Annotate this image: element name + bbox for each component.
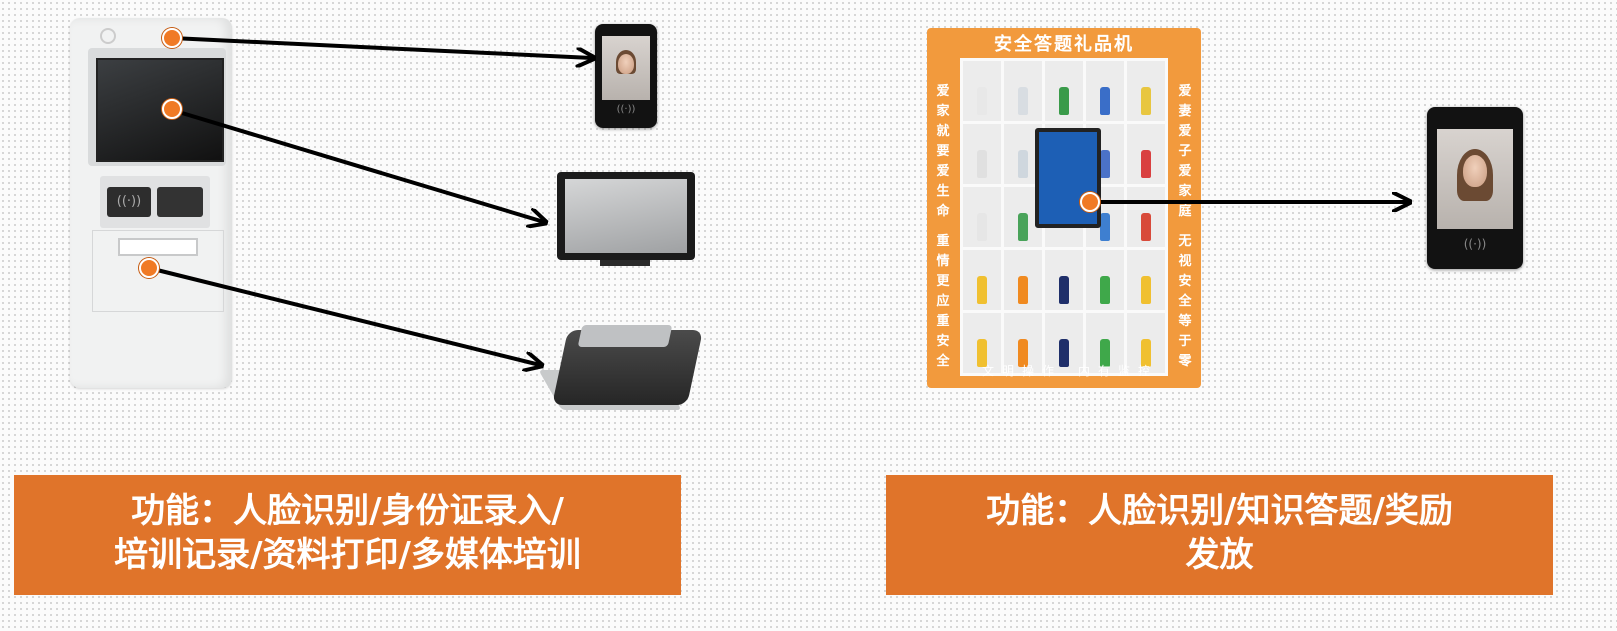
vending-slot — [1127, 250, 1165, 310]
vending-slogan-left-top: 爱家就要爱生命 — [936, 84, 950, 219]
kiosk-door — [92, 230, 224, 312]
vending-slot — [963, 250, 1001, 310]
right-function-caption: 功能：人脸识别/知识答题/奖励 发放 — [886, 475, 1553, 595]
vending-slogan-left-bottom: 重情更应重安全 — [936, 234, 950, 369]
marker-dot — [162, 99, 182, 119]
vending-bottom-left-text: 文明操作 — [982, 364, 1063, 378]
arrow-slot-to-printer — [148, 266, 540, 365]
vending-slot — [963, 124, 1001, 184]
marker-dot — [1080, 192, 1100, 212]
vending-slot — [1004, 61, 1042, 121]
vending-bottom-right-text: 内有监控 — [1078, 364, 1159, 378]
right-caption-line1: 功能：人脸识别/知识答题/奖励 — [986, 491, 1453, 531]
marker-dot — [139, 258, 159, 278]
kiosk-camera — [100, 28, 116, 44]
vending-slot — [1127, 61, 1165, 121]
arrow-screen-to-monitor — [171, 108, 544, 222]
face-recognition-terminal-icon: ((·)) — [595, 24, 657, 128]
vending-slot — [1127, 187, 1165, 247]
vending-slot — [1086, 250, 1124, 310]
terminal-screen — [1437, 129, 1513, 229]
marker-dot — [162, 28, 182, 48]
vending-slot — [963, 313, 1001, 373]
left-caption-line1: 功能：人脸识别/身份证录入/ — [131, 491, 564, 531]
vending-slot — [963, 61, 1001, 121]
nfc-icon: ((·)) — [1463, 237, 1487, 251]
monitor-stand — [600, 260, 650, 266]
face-recognition-terminal-icon: ((·)) — [1427, 107, 1523, 269]
vending-slot — [1004, 250, 1042, 310]
terminal-screen — [602, 36, 650, 100]
kiosk-screen — [96, 58, 224, 162]
vending-slot — [963, 187, 1001, 247]
vending-slot — [1086, 313, 1124, 373]
arrow-camera-to-terminal — [171, 36, 592, 58]
vending-slot — [1127, 124, 1165, 184]
vending-slogan-right-bottom: 无视安全等于零 — [1178, 234, 1192, 369]
vending-slot — [1045, 250, 1083, 310]
nfc-reader-icon: ((·)) — [107, 187, 151, 217]
vending-slot — [1004, 313, 1042, 373]
vending-title: 安全答题礼品机 — [994, 34, 1134, 55]
vending-slot — [1045, 313, 1083, 373]
monitor-screen — [565, 179, 687, 253]
nfc-icon: ((·)) — [616, 104, 636, 115]
vending-slot — [1127, 313, 1165, 373]
id-card-reader — [157, 187, 203, 217]
vending-touchscreen — [1035, 128, 1101, 228]
vending-slot — [1045, 61, 1083, 121]
portrait-face — [618, 54, 634, 74]
left-function-caption: 功能：人脸识别/身份证录入/ 培训记录/资料打印/多媒体培训 — [14, 475, 681, 595]
vending-slot — [1086, 61, 1124, 121]
print-slot — [118, 238, 198, 256]
right-caption-line2: 发放 — [1185, 535, 1254, 575]
left-caption-line2: 培训记录/资料打印/多媒体培训 — [114, 535, 581, 575]
vending-slogan-right-top: 爱妻爱子爱家庭 — [1178, 84, 1192, 219]
portrait-face — [1463, 155, 1487, 187]
